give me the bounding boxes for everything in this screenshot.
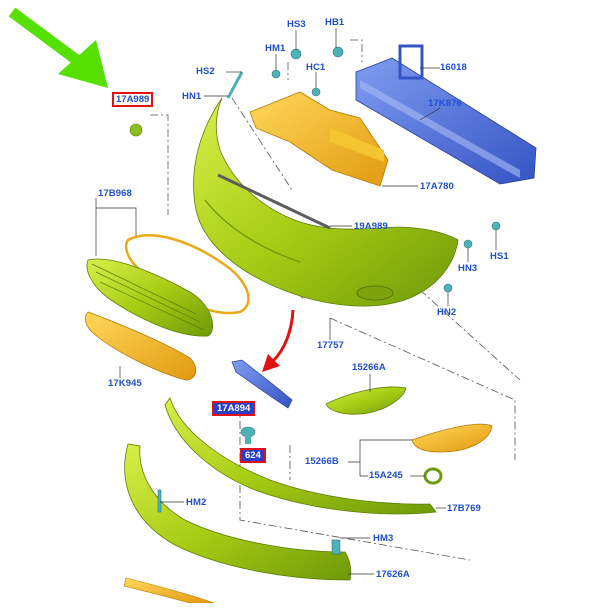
lower-grille [86, 258, 213, 337]
label-hs1[interactable]: HS1 [490, 251, 509, 262]
label-hb1[interactable]: HB1 [325, 17, 345, 28]
label-hm3[interactable]: HM3 [373, 533, 394, 544]
label-17757[interactable]: 17757 [317, 340, 344, 351]
label-17k945[interactable]: 17K945 [108, 378, 142, 389]
clip-rod [226, 71, 244, 99]
fasteners [129, 46, 501, 555]
label-hc1[interactable]: HC1 [306, 62, 326, 73]
label-19a989[interactable]: 19A989 [354, 221, 388, 232]
reinforcement-beam [355, 44, 537, 185]
label-17626a[interactable]: 17626A [376, 569, 410, 580]
bottom-trim [123, 577, 215, 604]
lower-trim [84, 311, 197, 381]
label-hn3[interactable]: HN3 [458, 263, 478, 274]
label-hs3[interactable]: HS3 [287, 19, 306, 30]
bezel-ring [423, 467, 443, 485]
small-bracket [231, 359, 293, 409]
label-hm1[interactable]: HM1 [265, 43, 286, 54]
lower-spoiler [164, 397, 437, 515]
label-17a780[interactable]: 17A780 [420, 181, 454, 192]
label-hn2[interactable]: HN2 [437, 307, 457, 318]
grille-surround [124, 234, 250, 315]
label-17b968[interactable]: 17B968 [98, 188, 132, 199]
label-15266a[interactable]: 15266A [352, 362, 386, 373]
label-16018[interactable]: 16018 [440, 62, 467, 73]
label-hn1[interactable]: HN1 [182, 91, 202, 102]
label-hm2[interactable]: HM2 [186, 497, 207, 508]
fog-lamp-bezel-right [411, 423, 493, 453]
label-17a894-highlighted[interactable]: 17A894 [212, 401, 256, 416]
label-17b769[interactable]: 17B769 [447, 503, 481, 514]
green-arrow-icon [8, 7, 108, 88]
label-17a989-highlighted[interactable]: 17A989 [112, 92, 154, 107]
red-arrow-icon [262, 309, 295, 372]
label-17k876[interactable]: 17K876 [428, 98, 462, 109]
label-15266b[interactable]: 15266B [305, 456, 339, 467]
lower-valance [124, 443, 352, 581]
upper-bracket [249, 91, 389, 187]
label-hs2[interactable]: HS2 [196, 66, 215, 77]
label-leaders [95, 28, 497, 575]
bumper-cover [193, 97, 459, 307]
label-624-highlighted[interactable]: 624 [240, 448, 266, 463]
clip-624 [240, 426, 256, 444]
label-15a245[interactable]: 15A245 [369, 470, 403, 481]
fog-lamp-bezel-left [325, 386, 407, 415]
